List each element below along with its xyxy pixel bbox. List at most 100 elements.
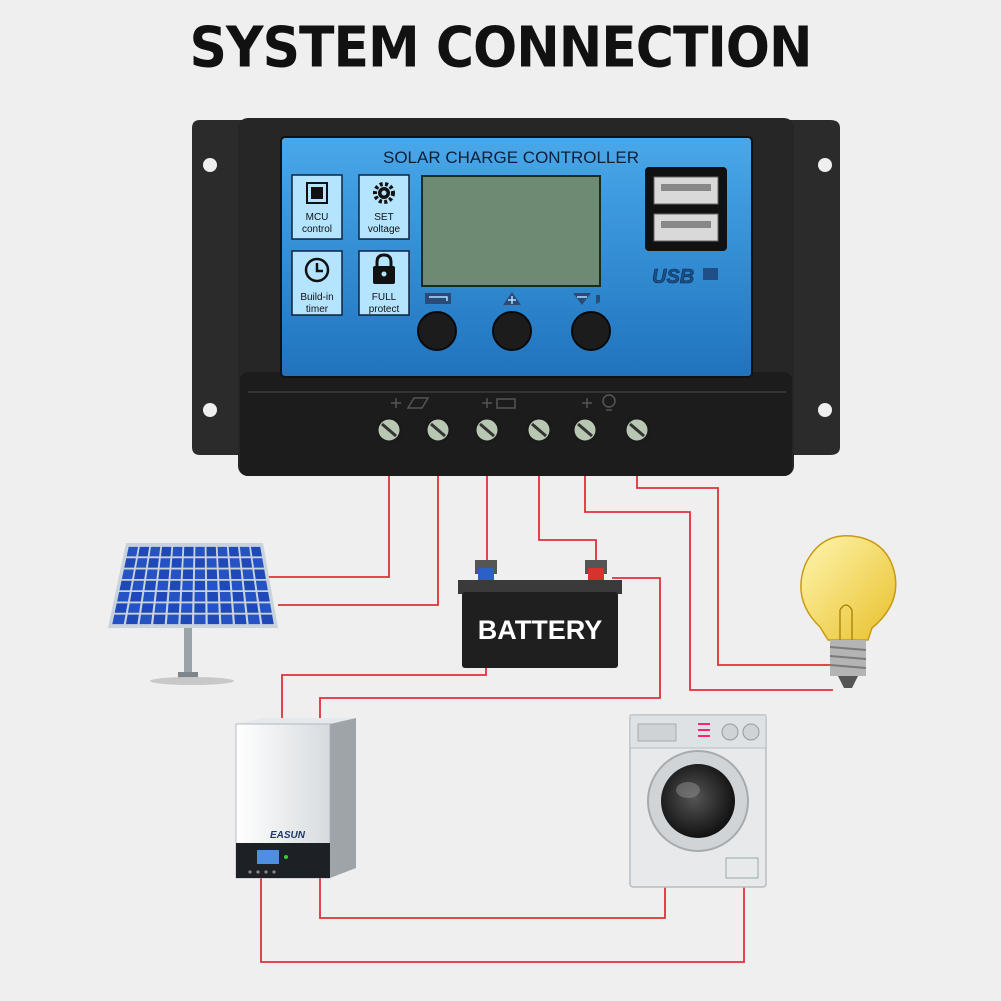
solar-cell (153, 614, 166, 625)
washer-knob[interactable] (742, 723, 760, 741)
solar-cells (112, 546, 274, 625)
light-bulb (800, 535, 897, 688)
solar-cell (183, 558, 194, 568)
inverter-display (257, 850, 279, 864)
solar-cell (218, 558, 229, 568)
lcd-screen (421, 175, 601, 287)
solar-cell (231, 580, 243, 591)
solar-cell (157, 580, 169, 591)
feature-label-line2: timer (306, 304, 329, 315)
terminal-screw[interactable] (375, 416, 403, 444)
lock-icon (373, 253, 395, 284)
battery-positive-terminal (588, 568, 604, 582)
solar-cell (244, 592, 257, 602)
solar-cell (239, 546, 251, 557)
solar-cell (194, 569, 206, 579)
feature-label-line1: MCU (306, 212, 329, 223)
solar-cell (243, 580, 256, 591)
inverter: EASUN (235, 718, 356, 879)
solar-cell (207, 580, 218, 591)
inverter-brand: EASUN (270, 830, 306, 841)
solar-cell (141, 603, 154, 613)
solar-cell (182, 569, 194, 579)
solar-cell (255, 580, 268, 591)
menu-icon (425, 293, 451, 304)
solar-cell (114, 603, 128, 613)
terminal-symbols (391, 394, 616, 411)
up-arrow-icon (503, 292, 521, 305)
solar-cell (168, 592, 181, 602)
up-button[interactable] (492, 292, 532, 351)
gear-icon (373, 182, 395, 204)
feature-label-line1: FULL (372, 292, 397, 303)
solar-cell (159, 558, 171, 568)
washing-machine (629, 714, 767, 888)
inverter-control-panel (236, 843, 330, 878)
feature-label-line1: SET (374, 212, 393, 223)
solar-panel (108, 543, 278, 685)
terminal-screw[interactable] (424, 416, 452, 444)
solar-cell (218, 569, 230, 579)
clock-icon (304, 257, 330, 283)
solar-cell (139, 614, 153, 625)
solar-cell (181, 603, 193, 613)
solar-cell (134, 569, 146, 579)
solar-cell (127, 603, 141, 613)
washer-knob[interactable] (721, 723, 739, 741)
solar-cell (241, 558, 253, 568)
feature-set-voltage: SET voltage (358, 174, 410, 240)
mounting-hole (818, 403, 832, 417)
usb-icon: USB (652, 266, 718, 288)
solar-cell (220, 603, 232, 613)
solar-cell (228, 546, 240, 557)
solar-cell (117, 592, 130, 602)
wire-inverter-to-washer-1 (319, 878, 666, 919)
solar-cell (132, 580, 144, 591)
battery-case (462, 592, 618, 668)
terminal-screw[interactable] (525, 416, 553, 444)
solar-cell (206, 558, 217, 568)
feature-mcu-control: MCU control (291, 174, 343, 240)
wire-solar-positive (268, 437, 390, 578)
solar-cell (144, 580, 157, 591)
mounting-hole (203, 158, 217, 172)
solar-cell (229, 558, 241, 568)
solar-cell (207, 614, 220, 625)
mounting-hole (818, 158, 832, 172)
solar-cell (146, 569, 158, 579)
solar-cell (194, 614, 206, 625)
solar-cell (166, 614, 179, 625)
solar-cell (142, 592, 155, 602)
solar-cell (183, 546, 194, 557)
terminal-screw[interactable] (473, 416, 501, 444)
solar-cell (126, 546, 139, 557)
washer-filter-door (725, 857, 759, 879)
terminal-screw[interactable] (571, 416, 599, 444)
terminal-screw[interactable] (623, 416, 651, 444)
feature-full-protect: FULL protect (358, 250, 410, 316)
solar-cell (217, 546, 228, 557)
usb-ports[interactable] (645, 167, 727, 251)
menu-button[interactable] (417, 293, 457, 351)
feature-build-in-timer: Build-in timer (291, 250, 343, 316)
solar-cell (138, 546, 150, 557)
solar-cell (181, 592, 193, 602)
washer-door-glass (661, 764, 735, 838)
solar-cell (230, 569, 242, 579)
battery-negative-terminal (478, 568, 494, 582)
screw-terminals (375, 416, 651, 444)
wire-battery-to-inverter-1 (319, 577, 661, 722)
solar-cell (129, 592, 143, 602)
solar-cell (180, 614, 193, 625)
solar-cell (250, 546, 262, 557)
solar-cell (260, 614, 274, 625)
mounting-ear-left (192, 120, 248, 455)
washer-detergent-drawer (637, 723, 677, 742)
solar-cell (247, 614, 261, 625)
solar-cell (234, 614, 247, 625)
solar-cell (220, 614, 233, 625)
down-button[interactable] (571, 293, 611, 351)
wire-solar-negative (278, 437, 439, 606)
controller-header: SOLAR CHARGE CONTROLLER (383, 148, 639, 167)
solar-cell (121, 569, 134, 579)
